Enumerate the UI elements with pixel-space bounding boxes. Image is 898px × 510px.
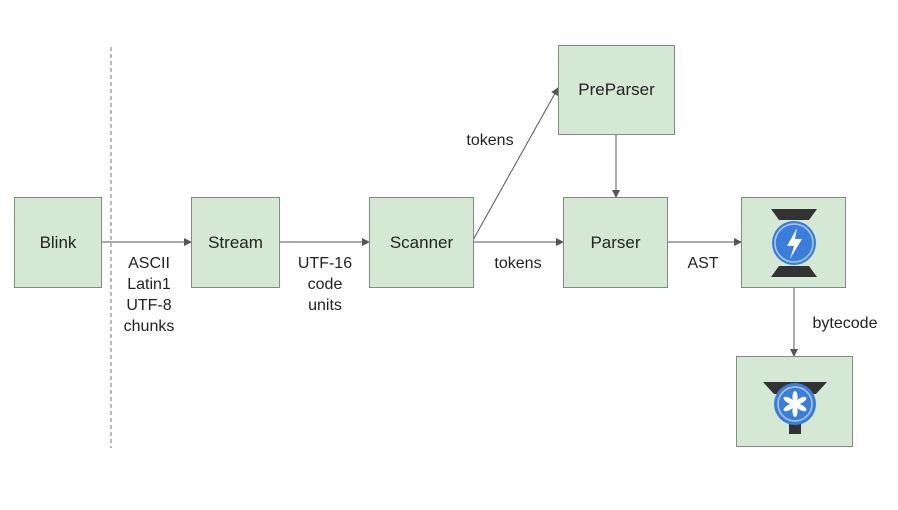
utf16-line-3: units [308,297,342,314]
bytecode-label: bytecode [812,315,878,332]
utf16-label: UTF-16 code units [287,253,363,316]
ignition-node [741,197,846,288]
scanner-label: Scanner [389,232,454,252]
preparser-label: PreParser [578,80,655,99]
encoding-line-2: Latin1 [127,276,171,293]
parser-node: Parser [563,197,668,288]
ast-label: AST [687,255,719,272]
stream-label: Stream [208,232,263,252]
encoding-line-4: chunks [123,318,175,335]
tokens-upper-label: tokens [466,132,514,149]
encoding-line-3: UTF-8 [126,297,172,314]
encoding-label: ASCII Latin1 UTF-8 chunks [112,253,186,337]
utf16-line-2: code [307,276,343,293]
stream-node: Stream [191,197,280,288]
encoding-line-1: ASCII [128,255,170,272]
tokens-lower-label: tokens [494,255,542,272]
parser-label: Parser [590,232,641,252]
scanner-node: Scanner [369,197,474,288]
blink-label: Blink [39,232,77,252]
turbofan-compiler-icon [762,381,827,434]
turbofan-node [736,356,853,447]
utf16-line-1: UTF-16 [297,255,353,272]
blink-node: Blink [14,197,102,288]
preparser-node: PreParser [558,45,675,135]
ignition-interpreter-icon [770,208,817,277]
edge-scanner-preparser [472,87,559,241]
